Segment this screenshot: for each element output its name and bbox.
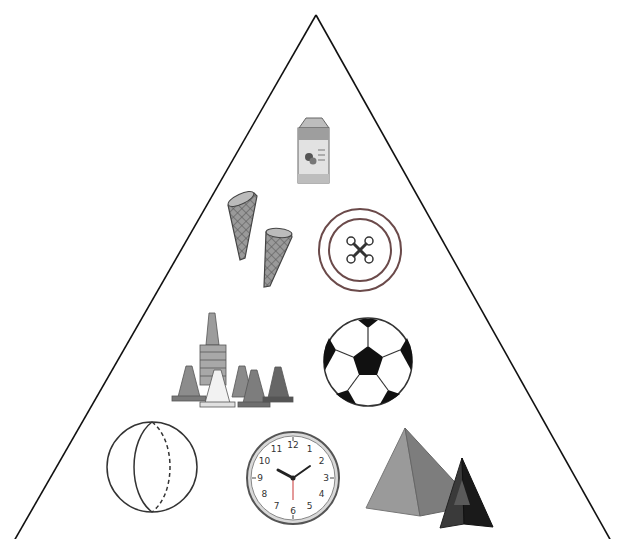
ball-patch — [353, 346, 383, 375]
carton-top — [299, 118, 329, 128]
clock-tick — [330, 478, 334, 479]
ball-seam — [348, 375, 359, 390]
ice-cream-cones — [226, 189, 292, 287]
button-rim — [319, 209, 401, 291]
ball-patch — [400, 338, 412, 370]
carton-body — [298, 128, 329, 183]
pyramids — [366, 428, 493, 528]
triangle-side — [316, 15, 611, 539]
clock-numeral: 12 — [287, 441, 298, 450]
second-hand — [293, 478, 294, 500]
clock-numeral: 2 — [319, 457, 325, 466]
ball-patch — [380, 390, 400, 404]
clock-numeral: 8 — [262, 490, 268, 499]
ball-patch — [336, 390, 356, 404]
triangle-outline — [14, 15, 611, 539]
traffic-cones — [172, 313, 293, 407]
clock-rim — [247, 432, 339, 524]
sphere-ball — [107, 422, 197, 512]
clock-numeral: 9 — [257, 474, 263, 483]
cone-base — [238, 402, 270, 407]
clock-numeral: 11 — [271, 445, 282, 454]
clock-numeral: 1 — [307, 445, 313, 454]
button-thread — [353, 243, 367, 257]
clock-numeral: 4 — [319, 490, 325, 499]
ball-outline — [324, 318, 412, 406]
milk-carton — [298, 118, 329, 183]
clock-numeral: 7 — [274, 502, 280, 511]
clock-tick — [252, 478, 256, 479]
cone-rim — [266, 227, 293, 238]
clock-numeral: 10 — [259, 457, 270, 466]
cone-rim — [226, 189, 256, 210]
clock-ticks — [252, 437, 334, 519]
button — [319, 209, 401, 291]
clock-tick — [293, 515, 294, 519]
carton-band — [298, 128, 329, 140]
small-cone — [268, 367, 289, 398]
ball-seam — [367, 328, 368, 346]
ball-patch — [358, 319, 378, 328]
button-inner — [329, 219, 391, 281]
clock-pin — [291, 476, 296, 481]
carton-fruit — [310, 158, 317, 165]
small-cone — [205, 370, 230, 403]
ball-seam — [383, 350, 400, 357]
cone-lower — [264, 232, 292, 287]
ball-seam — [336, 350, 353, 357]
clock-numeral: 5 — [307, 502, 313, 511]
minute-hand — [293, 466, 310, 478]
cone-base — [172, 396, 206, 401]
carton-line — [318, 150, 325, 151]
clock-face — [251, 436, 335, 520]
button-thread — [353, 243, 367, 257]
wall-clock — [247, 432, 339, 524]
small-pyramid-face — [462, 458, 493, 527]
hour-hand — [278, 470, 293, 478]
cone-base — [263, 397, 293, 402]
cone-stack-top — [206, 313, 219, 345]
cone-stack-rim — [200, 368, 226, 369]
sphere-outline — [107, 422, 197, 512]
carton-line — [318, 160, 325, 161]
cone-base — [200, 402, 235, 407]
ball-seams — [336, 328, 400, 390]
ball-seam — [377, 375, 388, 390]
small-cone — [243, 370, 266, 403]
carton-line — [318, 155, 325, 156]
sphere-meridian — [134, 422, 152, 512]
cone-stack-rim — [200, 360, 226, 361]
carton-base — [298, 174, 329, 183]
sphere-meridian-hidden — [152, 422, 170, 512]
soccer-ball — [324, 318, 413, 406]
cone-stack-rim — [200, 352, 226, 353]
clock-numeral: 6 — [290, 507, 296, 516]
small-pyramid-highlight — [454, 480, 470, 505]
clock-numeral: 3 — [323, 474, 329, 483]
ball-patch — [324, 338, 336, 370]
small-cone — [178, 366, 200, 397]
